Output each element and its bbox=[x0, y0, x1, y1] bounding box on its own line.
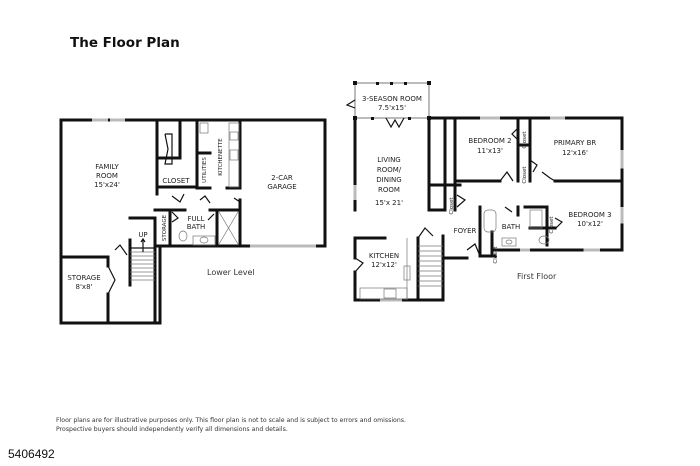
family-room-label-2: ROOM bbox=[96, 172, 118, 180]
first-floor-label: First Floor bbox=[517, 272, 557, 281]
bath-label: BATH bbox=[502, 223, 521, 231]
season-room-label: 3-SEASON ROOM bbox=[362, 95, 422, 103]
listing-id: 5406492 bbox=[8, 447, 55, 461]
lower-level-plan bbox=[59, 118, 327, 325]
garage-label: 2-CAR bbox=[271, 174, 293, 182]
disclaimer-line-2: Prospective buyers should independently … bbox=[56, 426, 288, 433]
primary-br-size: 12'x16' bbox=[562, 149, 588, 157]
first-floor-plan bbox=[345, 81, 624, 302]
kitchen-label: KITCHEN bbox=[369, 252, 399, 260]
dining-room-label: DINING bbox=[376, 176, 401, 184]
storage-label: STORAGE bbox=[67, 274, 100, 282]
family-room-size: 15'x24' bbox=[94, 181, 120, 189]
foyer-label: FOYER bbox=[454, 227, 477, 235]
season-room-size: 7.5'x15' bbox=[378, 104, 406, 112]
closet-label-4: Closet bbox=[493, 246, 499, 264]
disclaimer-line-1: Floor plans are for illustrative purpose… bbox=[56, 417, 406, 424]
living-room-label: LIVING bbox=[377, 156, 400, 164]
living-room-label-2: ROOM/ bbox=[377, 166, 402, 174]
closet-label-2: Closet bbox=[522, 131, 528, 149]
storage-small-label: STORAGE bbox=[162, 214, 168, 241]
primary-br-label: PRIMARY BR bbox=[554, 139, 597, 147]
bedroom3-label: BEDROOM 3 bbox=[568, 211, 611, 219]
lower-level-label: Lower Level bbox=[207, 268, 255, 277]
full-bath-label: FULL bbox=[188, 215, 205, 223]
closet-label: CLOSET bbox=[162, 177, 190, 185]
storage-size: 8'x8' bbox=[76, 283, 93, 291]
garage-label-2: GARAGE bbox=[267, 183, 296, 191]
closet-label-3: Closet bbox=[522, 166, 528, 184]
dining-room-label-2: ROOM bbox=[378, 186, 400, 194]
kitchen-size: 12'x12' bbox=[371, 261, 397, 269]
bedroom3-size: 10'x12' bbox=[577, 220, 603, 228]
closet-label-1: Closet bbox=[449, 197, 455, 215]
bedroom2-label: BEDROOM 2 bbox=[468, 137, 511, 145]
family-room-label: FAMILY bbox=[95, 163, 119, 171]
page-title: The Floor Plan bbox=[70, 35, 180, 51]
utilities-label: UTILITIES bbox=[202, 157, 208, 183]
disclaimer: Floor plans are for illustrative purpose… bbox=[56, 416, 406, 434]
closet-label-5: Closet bbox=[549, 216, 555, 234]
living-dining-size: 15'x 21' bbox=[375, 199, 403, 207]
kitchenette-label: KITCHENETTE bbox=[218, 138, 224, 176]
stairs-up-label: UP bbox=[138, 231, 147, 239]
bedroom2-size: 11'x13' bbox=[477, 147, 503, 155]
full-bath-label-2: BATH bbox=[187, 223, 206, 231]
